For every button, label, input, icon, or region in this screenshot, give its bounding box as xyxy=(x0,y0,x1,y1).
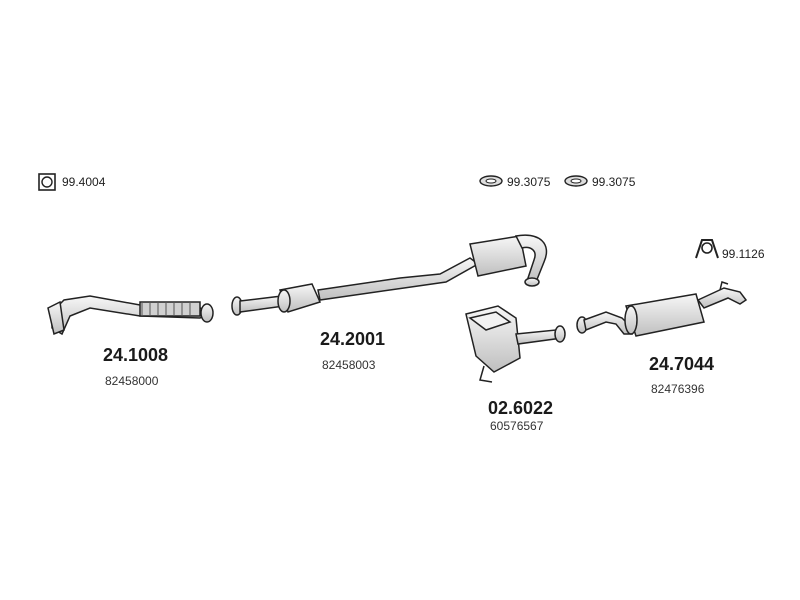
oe-number-middle-silencer: 82458003 xyxy=(322,358,376,372)
part-number-front-silencer-box: 02.6022 xyxy=(488,398,554,418)
oe-number-front-pipe: 82458000 xyxy=(105,374,159,388)
rear-silencer-icon xyxy=(576,281,748,337)
square-clamp-icon xyxy=(38,173,56,191)
part-number-middle-silencer: 24.2001 xyxy=(320,329,386,349)
front-pipe-icon xyxy=(47,295,214,336)
rubber-ring-icon xyxy=(564,175,588,187)
accessory-code-clamp: 99.4004 xyxy=(62,175,106,189)
accessory-code-hanger: 99.1126 xyxy=(722,247,765,261)
oe-number-rear-silencer: 82476396 xyxy=(651,382,705,396)
box-silencer-icon xyxy=(465,305,566,383)
oe-number-front-silencer-box: 60576567 xyxy=(490,419,544,433)
hanger-bracket-icon xyxy=(695,239,719,259)
part-number-rear-silencer: 24.7044 xyxy=(649,354,715,374)
rubber-ring-icon xyxy=(479,175,503,187)
middle-silencer-icon xyxy=(231,234,548,316)
accessory-code-rubber-mount-1: 99.3075 xyxy=(507,175,551,189)
part-number-front-pipe: 24.1008 xyxy=(103,345,169,365)
accessory-code-rubber-mount-2: 99.3075 xyxy=(592,175,636,189)
